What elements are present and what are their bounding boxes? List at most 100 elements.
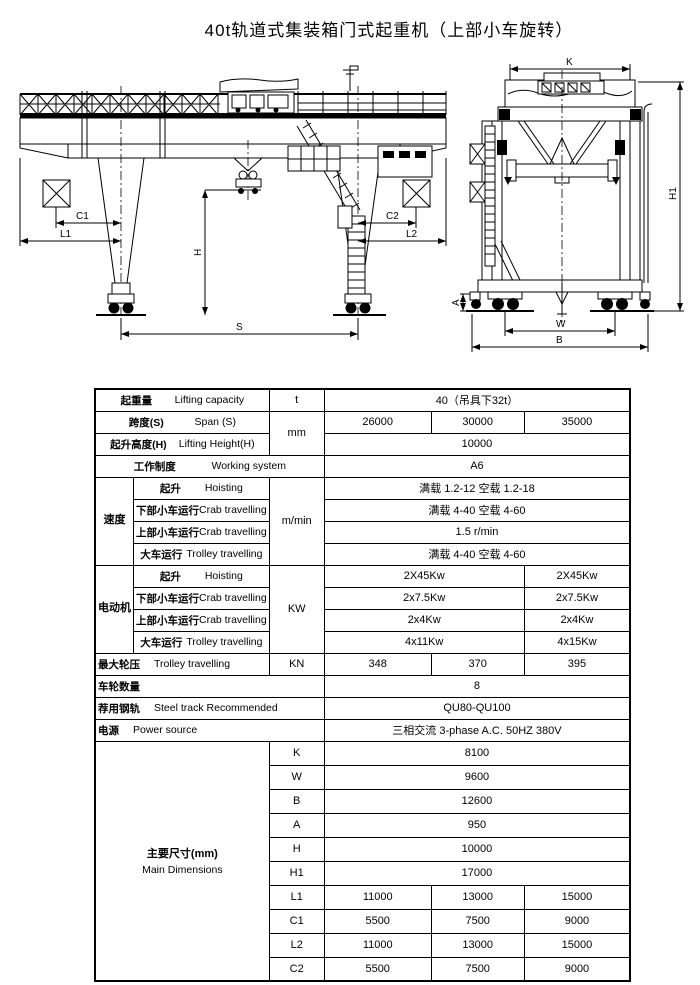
value-cell: 满载 1.2-12 空载 1.2-18 [323, 476, 631, 500]
dim-key: C2 [268, 956, 325, 982]
label-zh: 下部小车运行 [136, 504, 199, 517]
label-zh: 最大轮压 [98, 658, 140, 671]
value-cell: 13000 [430, 884, 525, 910]
dim-key: H1 [268, 860, 325, 886]
row-power-source: 电源 Power source 三相交流 3-phase A.C. 50HZ 38… [94, 718, 631, 742]
value-cell: 11000 [323, 884, 432, 910]
unit-cell: t [268, 388, 325, 412]
value-cell: 348 [323, 652, 432, 676]
value-cell: 5500 [323, 908, 432, 934]
row-dim-W: W 9600 [95, 764, 631, 790]
value-cell: 2x4Kw [323, 608, 525, 632]
row-dim-C1: C1 5500 7500 9000 [95, 908, 631, 934]
label-zh: 工作制度 [133, 460, 176, 473]
label-zh: 大车运行 [140, 636, 183, 649]
value-cell: 40（吊具下32t） [323, 388, 631, 412]
value-cell: 8100 [323, 740, 631, 766]
unit-cell: m/min [268, 476, 325, 566]
dim-label-l2: L2 [406, 229, 418, 240]
value-cell: 35000 [523, 410, 631, 434]
value-cell: 950 [323, 812, 631, 838]
label-zh: 跨度(S) [128, 416, 164, 429]
row-dim-H: H 10000 [95, 836, 631, 862]
value-cell: 9600 [323, 764, 631, 790]
label-en: Working system [211, 460, 286, 472]
label-en: Lifting Height(H) [178, 438, 255, 450]
dim-key: K [268, 740, 325, 766]
value-cell: 30000 [430, 410, 525, 434]
value-cell: 26000 [323, 410, 432, 434]
label-en: Trolley travelling [186, 636, 263, 648]
label-zh: 车轮数量 [98, 680, 140, 693]
value-cell: 13000 [430, 932, 525, 958]
row-dim-B: B 12600 [95, 788, 631, 814]
dim-label-h: H [193, 249, 204, 256]
front-view-drawing: C1 L1 C2 L2 H S [19, 65, 447, 340]
label-en: Trolley travelling [186, 548, 263, 560]
dim-key: L2 [268, 932, 325, 958]
value-cell: 三相交流 3-phase A.C. 50HZ 380V [323, 718, 631, 742]
value-cell: 1.5 r/min [323, 520, 631, 544]
dim-key: W [268, 764, 325, 790]
label-en: Power source [133, 724, 198, 736]
value-cell: 5500 [323, 956, 432, 982]
value-cell: 8 [323, 674, 631, 698]
page-title: 40t轨道式集装箱门式起重机（上部小车旋转） [204, 21, 574, 40]
side-view-drawing: K H1 A [452, 57, 684, 352]
dim-label-s: S [236, 322, 243, 333]
value-cell: 2X45Kw [323, 564, 525, 588]
unit-cell: KW [268, 564, 325, 654]
row-lifting-height: 起升高度(H) Lifting Height(H) 10000 [94, 432, 631, 456]
row-span: 跨度(S)Span (S) mm 26000 30000 35000 [94, 410, 631, 456]
value-cell: 满载 4-40 空载 4-60 [323, 498, 631, 522]
label-zh: 起升 [159, 570, 181, 583]
label-zh: 荐用钢轨 [98, 702, 140, 715]
value-cell: 10000 [323, 432, 631, 456]
dim-key: H [268, 836, 325, 862]
value-cell: 17000 [323, 860, 631, 886]
label-zh: 上部小车运行 [136, 526, 199, 539]
label-en: Crab travelling [199, 526, 267, 538]
value-cell: 12600 [323, 788, 631, 814]
value-cell: 2x7.5Kw [523, 586, 631, 610]
value-cell: 9000 [523, 908, 631, 934]
label-en: Trolley travelling [154, 658, 231, 670]
dim-label-b: B [556, 335, 563, 346]
dim-key: L1 [268, 884, 325, 910]
label-zh: 起升高度(H) [110, 438, 167, 451]
label-zh: 起重量 [120, 394, 153, 407]
value-cell: 7500 [430, 956, 525, 982]
dim-label-w: W [556, 319, 566, 330]
label-en: Steel track Recommended [154, 702, 278, 714]
label-en: Crab travelling [199, 614, 267, 626]
label-en: Hoisting [204, 570, 243, 582]
row-dim-A: A 950 [95, 812, 631, 838]
value-cell: 4x11Kw [323, 630, 525, 654]
label-zh: 起升 [159, 482, 181, 495]
dim-label-c1: C1 [76, 211, 89, 222]
group-label-speed: 速度 [94, 476, 134, 566]
label-zh: 大车运行 [140, 548, 183, 561]
dim-key: B [268, 788, 325, 814]
unit-cell: KN [268, 652, 325, 676]
row-dim-K: 主要尺寸(mm) Main Dimensions K 8100 [94, 740, 631, 982]
value-cell: 2X45Kw [523, 564, 631, 588]
row-dim-H1: H1 17000 [95, 860, 631, 886]
dim-label-a: A [452, 299, 462, 306]
dim-label-l1: L1 [60, 229, 72, 240]
value-cell: 395 [523, 652, 631, 676]
value-cell: 4x15Kw [523, 630, 631, 654]
label-en: Crab travelling [199, 504, 267, 516]
dim-key: A [268, 812, 325, 838]
label-zh: 电源 [98, 724, 119, 737]
label-zh: 主要尺寸(mm) [146, 848, 218, 861]
